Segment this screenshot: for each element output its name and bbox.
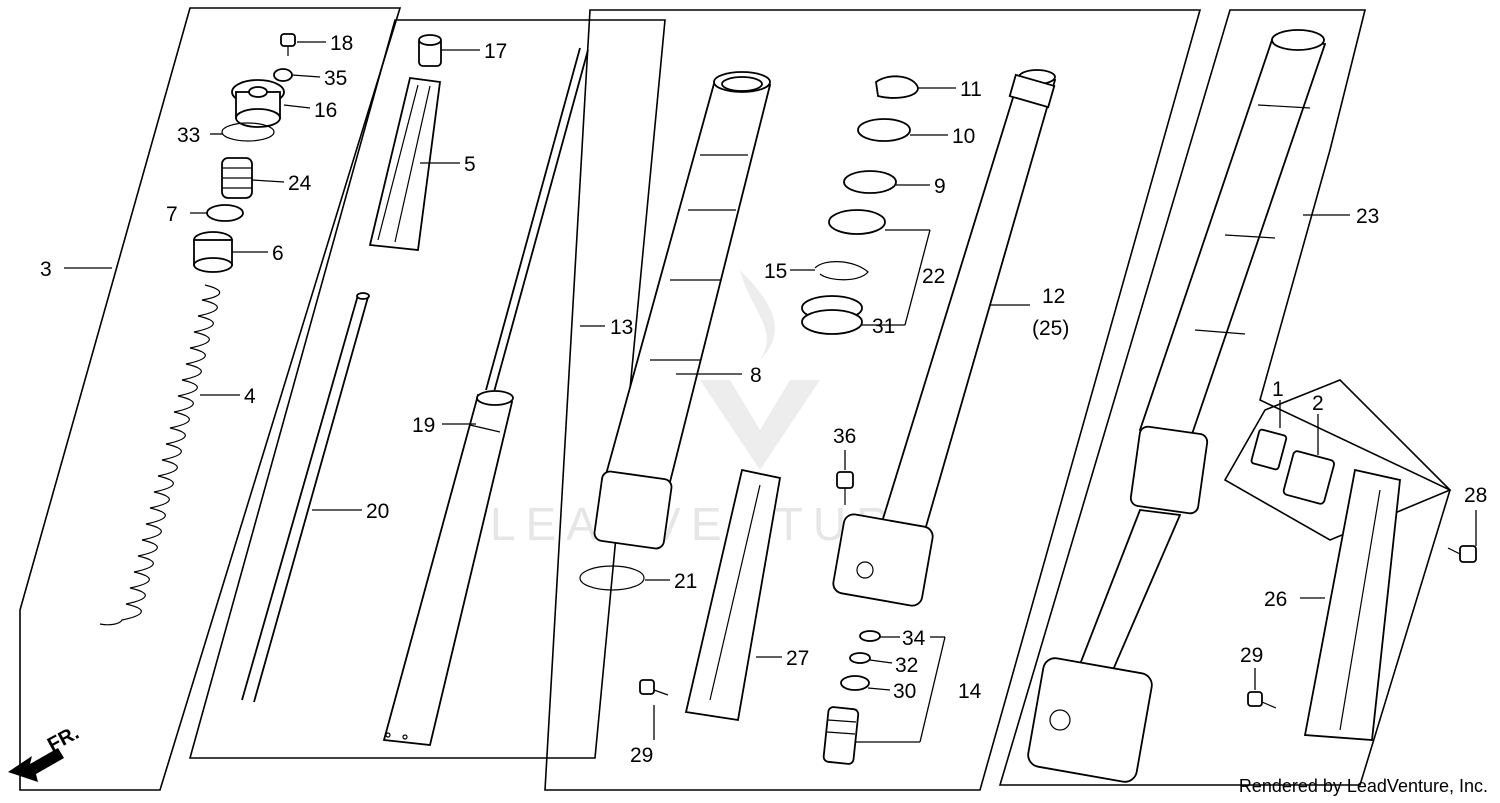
callout-8: 8 [750, 364, 762, 387]
part-2-plate [1282, 450, 1335, 505]
callout-34: 34 [902, 627, 926, 650]
part-23-fork-assembly [1027, 29, 1327, 783]
part-26-fork-guard [1303, 468, 1401, 741]
callout-22: 22 [922, 265, 945, 288]
part-32-washer [849, 652, 871, 664]
part-28-bolt [1447, 545, 1477, 563]
callout-4: 4 [244, 385, 256, 408]
callout-27: 27 [786, 647, 809, 670]
callout-29-right: 29 [1240, 644, 1263, 667]
callout-19: 19 [412, 414, 435, 437]
callouts: 18 35 16 33 24 7 6 3 4 17 5 13 19 20 8 2… [40, 32, 1487, 767]
callout-11: 11 [960, 78, 982, 101]
callout-29-left: 29 [630, 744, 653, 767]
callout-16: 16 [314, 99, 337, 122]
render-credit: Rendered by LeadVenture, Inc. [1238, 776, 1488, 796]
part-22-oil-seal [828, 209, 886, 235]
callout-13: 13 [610, 316, 633, 339]
callout-31: 31 [872, 315, 895, 338]
part-24-spring-collar [221, 157, 253, 199]
part-10-back-up-ring [857, 118, 911, 142]
part-13-damper-rod [382, 47, 589, 746]
callout-20: 20 [366, 500, 389, 523]
callout-1: 1 [1272, 378, 1284, 401]
callout-3: 3 [40, 258, 52, 281]
callout-18: 18 [330, 32, 353, 55]
part-29-bolt [639, 679, 669, 696]
callout-30: 30 [893, 680, 916, 703]
part-14-bolt-socket [822, 706, 860, 765]
part-17-collar [418, 34, 442, 67]
callout-6: 6 [272, 242, 284, 265]
part-27-fork-guard [684, 468, 782, 722]
callout-33: 33 [177, 124, 200, 147]
part-20-tube [241, 292, 370, 703]
callout-36: 36 [833, 425, 856, 448]
part-16-fork-cap [231, 79, 285, 128]
callout-21: 21 [674, 570, 697, 593]
callout-5: 5 [464, 153, 476, 176]
part-21-snap-ring [579, 565, 645, 591]
part-18-bolt [280, 33, 296, 56]
part-5-spring-guide [368, 77, 442, 251]
part-15-clip [814, 261, 869, 281]
group-box-right [998, 9, 1451, 786]
part-9-dust-seal [843, 170, 897, 194]
callout-7: 7 [166, 203, 178, 226]
callout-35: 35 [324, 67, 347, 90]
callout-25: (25) [1032, 317, 1069, 340]
part-4-fork-spring [99, 284, 221, 626]
part-7-washer [206, 204, 244, 222]
front-label: FR. [44, 722, 83, 757]
callout-12: 12 [1042, 285, 1065, 308]
part-1-plate [1250, 428, 1288, 471]
part-35-washer [273, 68, 293, 82]
group-box-fork [544, 9, 1202, 791]
group-box-left [19, 7, 402, 791]
part-8-outer-tube [593, 71, 772, 550]
part-30-washer [840, 675, 870, 691]
callout-2: 2 [1312, 392, 1324, 415]
group-box-damper [188, 19, 666, 759]
watermark: LEADVENTURE [490, 270, 930, 550]
part-6-collar [193, 231, 233, 273]
callout-9: 9 [934, 175, 946, 198]
part-29b-bolt [1247, 691, 1277, 709]
callout-26: 26 [1264, 588, 1287, 611]
callout-32: 32 [895, 654, 918, 677]
part-31-slide-bushing [801, 295, 863, 335]
front-arrow-icon [8, 748, 64, 782]
callout-14: 14 [958, 680, 982, 703]
callout-10: 10 [952, 125, 975, 148]
callout-24: 24 [288, 172, 312, 195]
part-33-o-ring [221, 122, 275, 142]
leader-lines [64, 41, 1477, 743]
callout-23: 23 [1356, 205, 1379, 228]
part-36-bolt [836, 471, 854, 505]
part-12-inner-tube [832, 69, 1057, 607]
callout-15: 15 [764, 260, 787, 283]
callout-17: 17 [484, 40, 507, 63]
part-11-stop-ring [875, 75, 919, 99]
part-34-washer [859, 630, 881, 642]
callout-28: 28 [1464, 484, 1487, 507]
